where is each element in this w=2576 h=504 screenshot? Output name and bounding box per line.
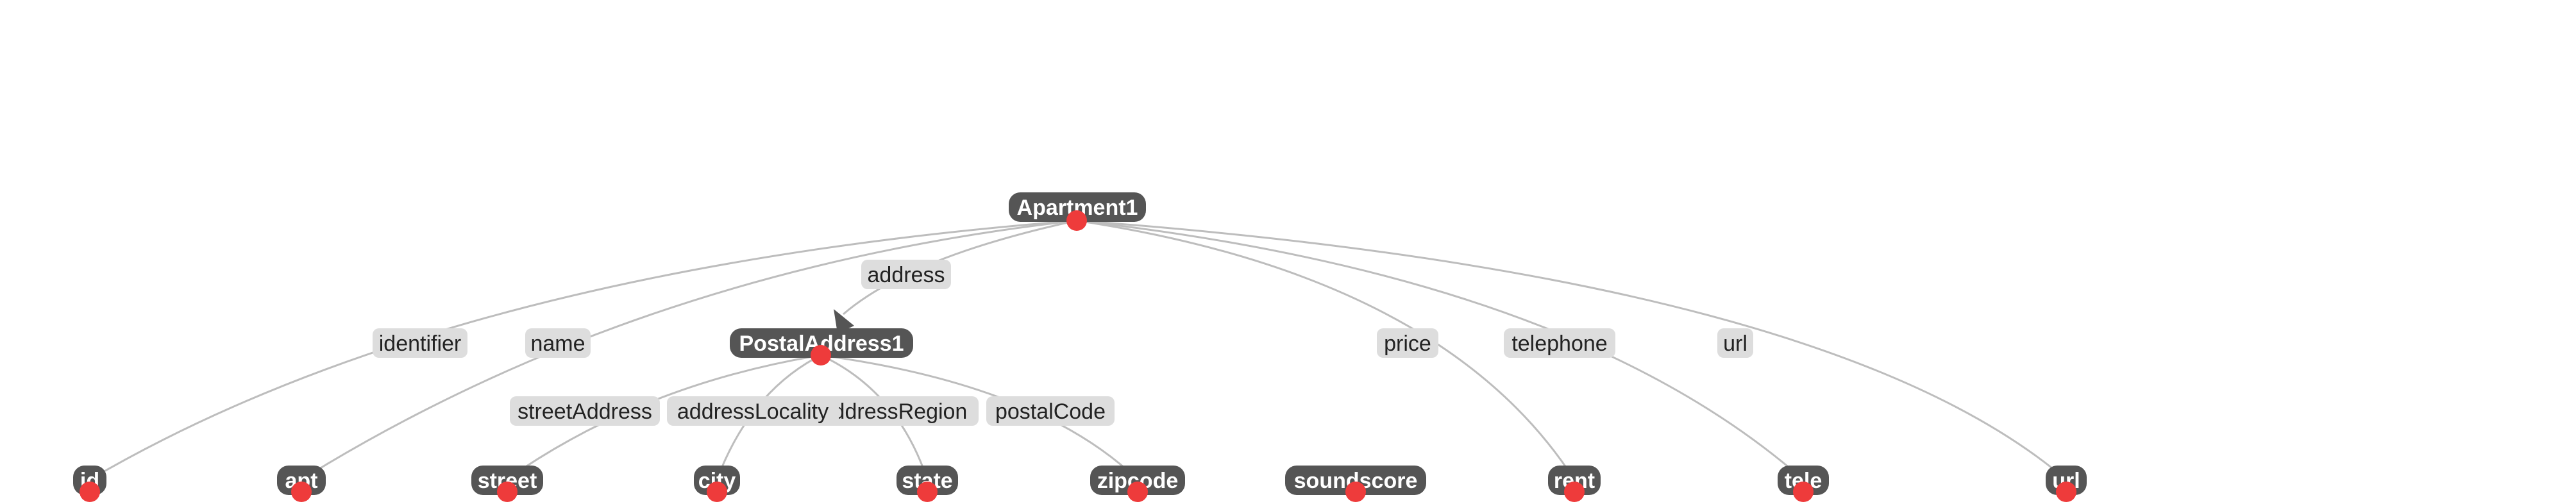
node-city[interactable]: city	[694, 466, 740, 502]
edge-label-text: identifier	[379, 332, 462, 356]
edge-label-text: addressRegion	[821, 399, 968, 424]
edge-label-text: telephone	[1511, 332, 1607, 356]
nodes: Apartment1 PostalAddress1 id apt street …	[73, 192, 2087, 502]
node-street[interactable]: street	[471, 466, 543, 502]
edge-label-text: addressLocality	[677, 399, 829, 424]
edge-label-price: price	[1377, 328, 1438, 358]
node-marker	[1345, 482, 1366, 502]
node-postaladdress1[interactable]: PostalAddress1	[730, 328, 913, 365]
edge-name	[301, 219, 1077, 481]
node-tele[interactable]: tele	[1778, 466, 1829, 502]
edge-label-text: streetAddress	[518, 399, 652, 424]
node-apartment1[interactable]: Apartment1	[1009, 192, 1146, 231]
node-marker	[707, 482, 727, 502]
edge-url	[1076, 219, 2067, 481]
node-marker	[1564, 482, 1585, 502]
edge-label-postalCode: postalCode	[986, 396, 1115, 426]
node-marker	[80, 482, 100, 502]
edge-label-text: price	[1384, 332, 1431, 356]
edge-label-text: address	[868, 263, 945, 287]
edge-telephone	[1076, 219, 1804, 481]
node-marker	[1127, 482, 1148, 502]
arrowhead-icon	[834, 309, 854, 333]
edges	[89, 219, 2067, 481]
edge-label-name: name	[525, 328, 591, 358]
node-marker	[291, 482, 312, 502]
node-marker	[1066, 210, 1087, 231]
node-soundscore[interactable]: soundscore	[1285, 466, 1426, 502]
node-marker	[2056, 482, 2076, 502]
node-marker	[917, 482, 938, 502]
node-marker	[497, 482, 518, 502]
node-id[interactable]: id	[73, 466, 106, 502]
edge-label-identifier: identifier	[373, 328, 467, 358]
edge-label-addressRegion: addressRegion	[809, 396, 979, 426]
edge-label-addressLocality: addressLocality	[667, 396, 839, 426]
edge-label-text: postalCode	[995, 399, 1106, 424]
edge-label-address: address	[861, 260, 951, 289]
node-marker	[811, 345, 831, 365]
node-state[interactable]: state	[897, 466, 958, 502]
edge-label-text: url	[1723, 332, 1747, 356]
edge-label-url: url	[1717, 328, 1753, 358]
edge-labels: address identifier name price telephone …	[373, 260, 1753, 426]
node-marker	[1793, 482, 1814, 502]
node-zipcode[interactable]: zipcode	[1090, 466, 1185, 502]
edge-identifier	[89, 219, 1077, 481]
edge-label-streetAddress: streetAddress	[510, 396, 660, 426]
edge-label-text: name	[530, 332, 585, 356]
edge-label-telephone: telephone	[1504, 328, 1615, 358]
node-rent[interactable]: rent	[1548, 466, 1601, 502]
node-apt[interactable]: apt	[277, 466, 326, 502]
node-url[interactable]: url	[2046, 466, 2087, 502]
edge-price	[1076, 219, 1576, 480]
